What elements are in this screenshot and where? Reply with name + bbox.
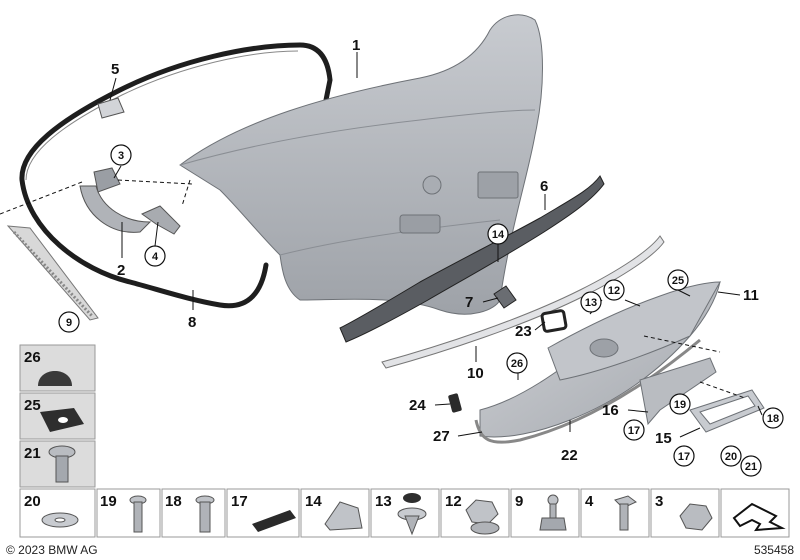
bolt-icon	[129, 495, 147, 533]
callout-circle	[669, 393, 691, 415]
foam-strip-icon	[252, 510, 296, 532]
callout-circle	[506, 352, 528, 374]
callout-labels: 1 5 3 2 4 9 8 6 14 7 10 25 11 12 13 23 2…	[58, 37, 784, 477]
callout-circle	[720, 445, 742, 467]
legend-label: 4	[585, 493, 594, 510]
legend-label: 25	[24, 397, 41, 414]
callout-17a: 17	[628, 425, 640, 437]
dashed-guides	[0, 179, 746, 399]
expansion-nut-icon	[465, 499, 500, 535]
legend-label: 14	[305, 493, 322, 510]
trim-strip-part	[381, 235, 665, 369]
callout-7: 7	[465, 294, 473, 311]
screw-icon	[48, 445, 76, 483]
callout-27: 27	[433, 428, 450, 445]
legend-label: 13	[375, 493, 392, 510]
callout-26: 26	[511, 358, 523, 370]
hinge-part	[79, 167, 152, 233]
callout-9: 9	[66, 317, 72, 329]
legend-label: 12	[445, 493, 462, 510]
legend-label: 17	[231, 493, 248, 510]
callout-circle	[740, 455, 762, 477]
callout-circle	[58, 311, 80, 333]
callout-2: 2	[117, 262, 125, 279]
leader-lines	[109, 52, 763, 438]
callout-circle	[667, 269, 689, 291]
callout-circle	[623, 419, 645, 441]
callout-circle	[580, 291, 602, 313]
clip-nut-icon	[324, 501, 363, 531]
legend-label: 20	[24, 493, 41, 510]
callout-21: 21	[745, 461, 757, 473]
legend-label: 19	[100, 493, 117, 510]
callout-13: 13	[585, 297, 597, 309]
legend-left-column: 26 25 21 20	[19, 344, 96, 538]
lower-seal-strip-part	[474, 338, 701, 444]
trunk-cover-panel-part	[479, 281, 721, 438]
license-bracket-part	[639, 357, 717, 426]
callout-18: 18	[767, 413, 779, 425]
callout-11: 11	[743, 287, 759, 304]
callout-1: 1	[352, 37, 360, 54]
trunk-seal-part	[19, 42, 333, 309]
legend-label: 3	[655, 493, 663, 510]
ball-stud-icon	[539, 494, 567, 531]
bolt-icon	[195, 495, 215, 533]
hex-nut-icon	[679, 503, 713, 531]
trunk-lid-part	[179, 14, 543, 315]
hex-bolt-icon	[614, 495, 637, 531]
callout-22: 22	[561, 447, 578, 464]
callout-5: 5	[111, 61, 119, 78]
bracket-part	[140, 205, 181, 235]
washer-icon	[41, 512, 79, 528]
callout-15: 15	[655, 430, 672, 447]
copyright-text: © 2023 BMW AG	[6, 543, 98, 557]
legend-label: 18	[165, 493, 182, 510]
callout-6: 6	[540, 178, 548, 195]
callout-circle	[603, 279, 625, 301]
callout-19: 19	[674, 399, 686, 411]
callout-8: 8	[188, 314, 196, 331]
callout-17b: 17	[678, 451, 690, 463]
callout-23: 23	[515, 323, 532, 340]
callout-14: 14	[492, 229, 505, 241]
hinge-cap-part	[97, 97, 125, 119]
mounting-rail-part	[339, 175, 605, 343]
callout-circle	[762, 407, 784, 429]
callout-circle	[673, 445, 695, 467]
callout-3: 3	[118, 150, 124, 162]
plug-part	[448, 393, 462, 413]
legend-bottom-row: 19 18 17 14 13 12 9	[96, 488, 790, 538]
callout-25: 25	[672, 275, 684, 287]
callout-12: 12	[608, 285, 620, 297]
clip-part	[493, 285, 517, 309]
legend-label: 9	[515, 493, 523, 510]
arrow-icon	[732, 502, 786, 532]
callout-4: 4	[152, 251, 159, 263]
diagram-id: 535458	[754, 543, 794, 557]
callout-circle	[487, 223, 509, 245]
callout-circle	[110, 144, 132, 166]
frame-part	[540, 309, 568, 333]
callout-16: 16	[602, 402, 619, 419]
callout-24: 24	[409, 397, 426, 414]
callout-circle	[144, 245, 166, 267]
callout-10: 10	[467, 365, 484, 382]
callout-20: 20	[725, 451, 737, 463]
push-rivet-icon	[397, 493, 427, 536]
legend-label: 21	[24, 445, 41, 462]
legend-label: 26	[24, 349, 41, 366]
cap-icon	[38, 371, 72, 386]
tension-spring-part	[6, 225, 99, 321]
